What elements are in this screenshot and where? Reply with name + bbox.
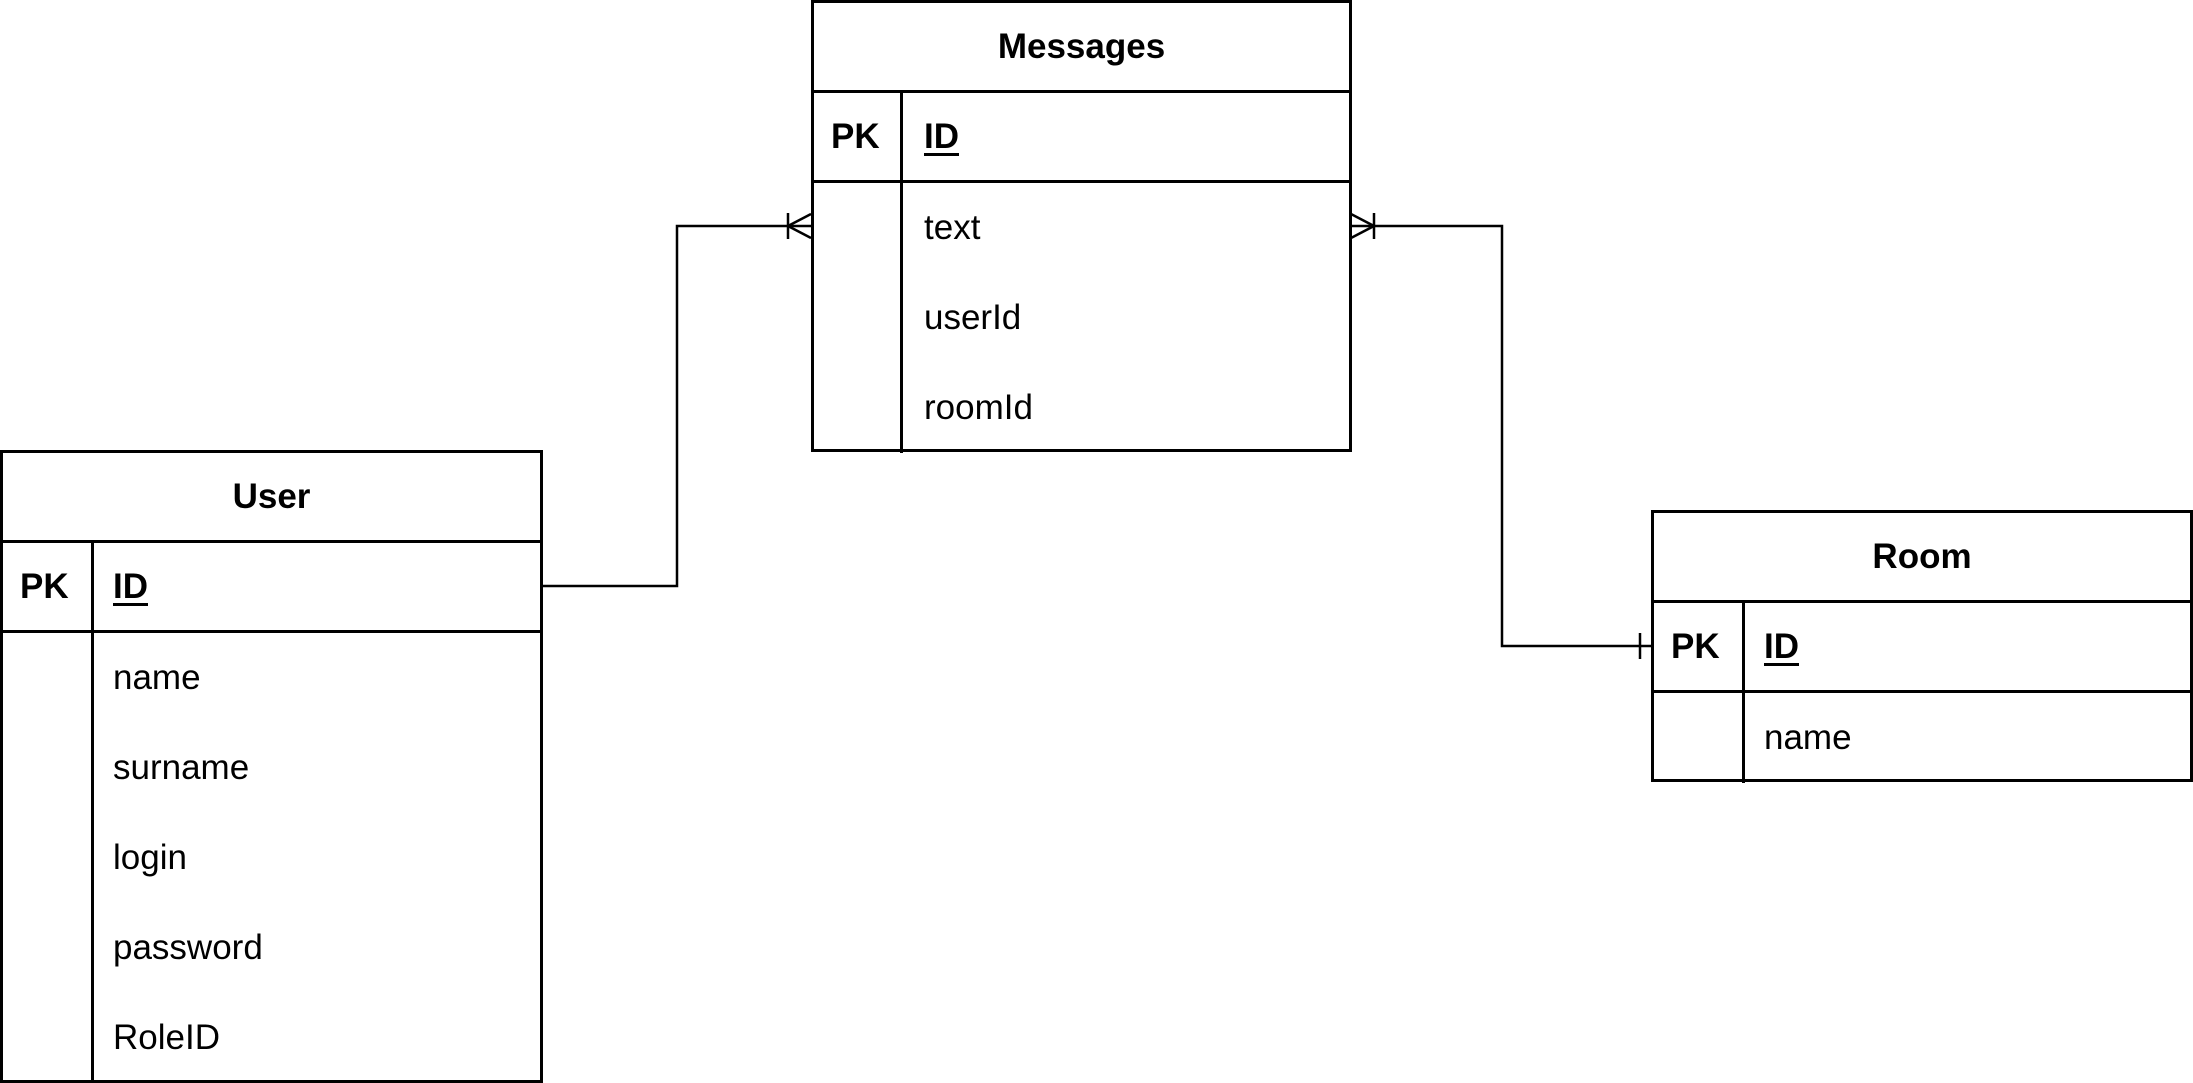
pk-field: ID [924,116,959,156]
attribute: RoleID [113,1018,220,1057]
attribute: name [113,658,201,697]
attribute: login [113,838,187,877]
attribute: password [113,928,263,967]
entity-messages[interactable]: Messages PK ID text userId roomId [811,0,1352,453]
entity-user[interactable]: User PK ID name surname login password R… [0,450,543,1083]
attribute: text [924,208,981,247]
pk-label: PK [831,116,880,156]
relationship-user-messages[interactable] [541,212,812,588]
pk-label: PK [20,566,69,606]
entity-title: User [3,453,540,543]
entity-title: Room [1654,513,2190,603]
pk-field: ID [113,566,148,606]
primary-key-row: PK ID [814,93,1349,183]
pk-field: ID [1764,626,1799,666]
attribute-list: name surname login password RoleID [3,633,540,1083]
attribute-list: text userId roomId [814,183,1349,453]
entity-room[interactable]: Room PK ID name [1651,510,2193,783]
attribute: roomId [924,388,1033,427]
primary-key-row: PK ID [1654,603,2190,693]
attribute: surname [113,748,250,787]
attribute: name [1764,718,1852,757]
attribute-list: name [1654,693,2190,783]
entity-title: Messages [814,3,1349,93]
relationship-room-messages[interactable] [1350,212,1652,659]
primary-key-row: PK ID [3,543,540,633]
attribute: userId [924,298,1022,337]
pk-label: PK [1671,626,1720,666]
